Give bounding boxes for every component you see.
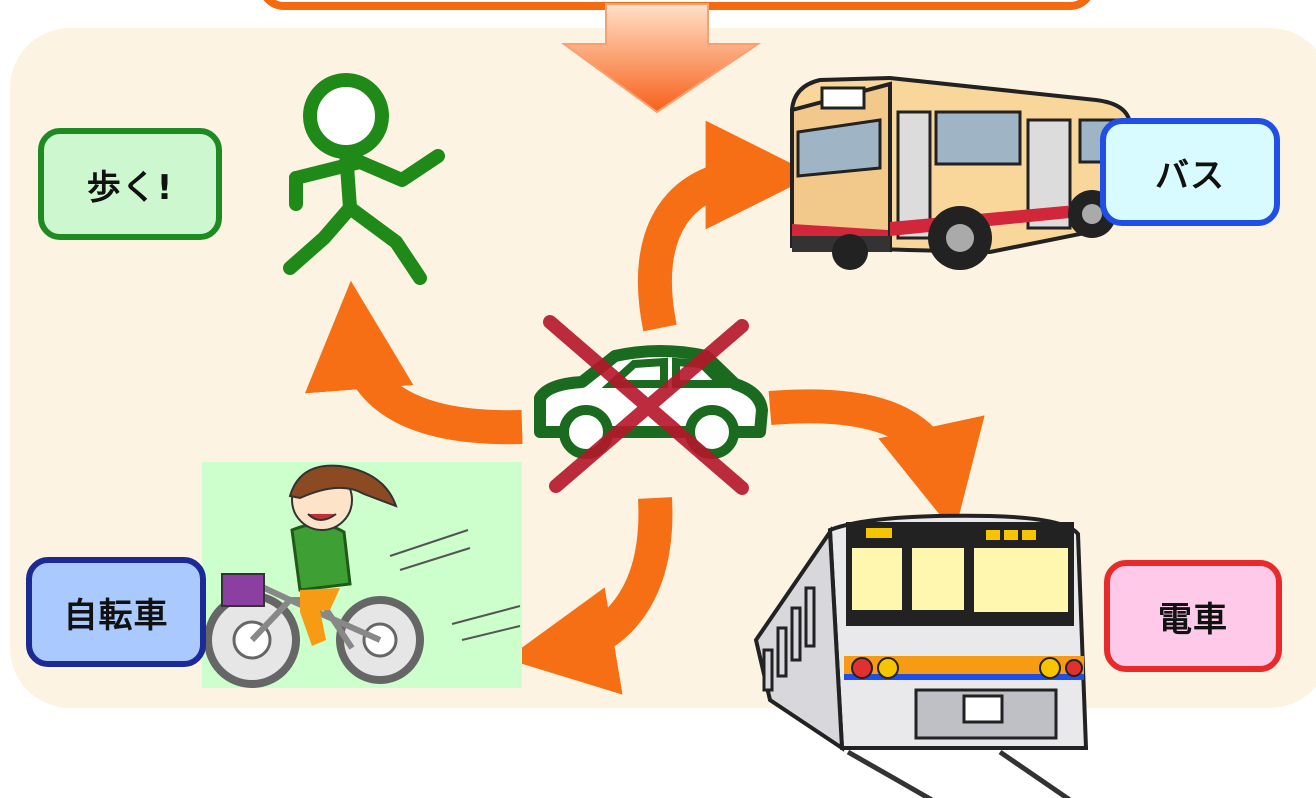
arrow-to-train: [768, 389, 985, 534]
bus-label: バス: [1100, 118, 1280, 226]
arrow-to-bicycle: [506, 497, 673, 695]
bicycle-label: 自転車: [26, 557, 206, 667]
train-label: 電車: [1104, 560, 1282, 672]
walking-person-icon: [283, 73, 445, 285]
arrow-to-walk: [304, 280, 523, 445]
bus-icon: [790, 75, 1132, 270]
bicycle-rider-icon: [202, 462, 522, 688]
arrow-to-bus: [637, 120, 815, 332]
walk-label: 歩く!: [38, 128, 222, 240]
down-arrow: [560, 3, 762, 114]
train-icon: [753, 513, 1089, 798]
no-car-cross-icon: [543, 315, 749, 495]
